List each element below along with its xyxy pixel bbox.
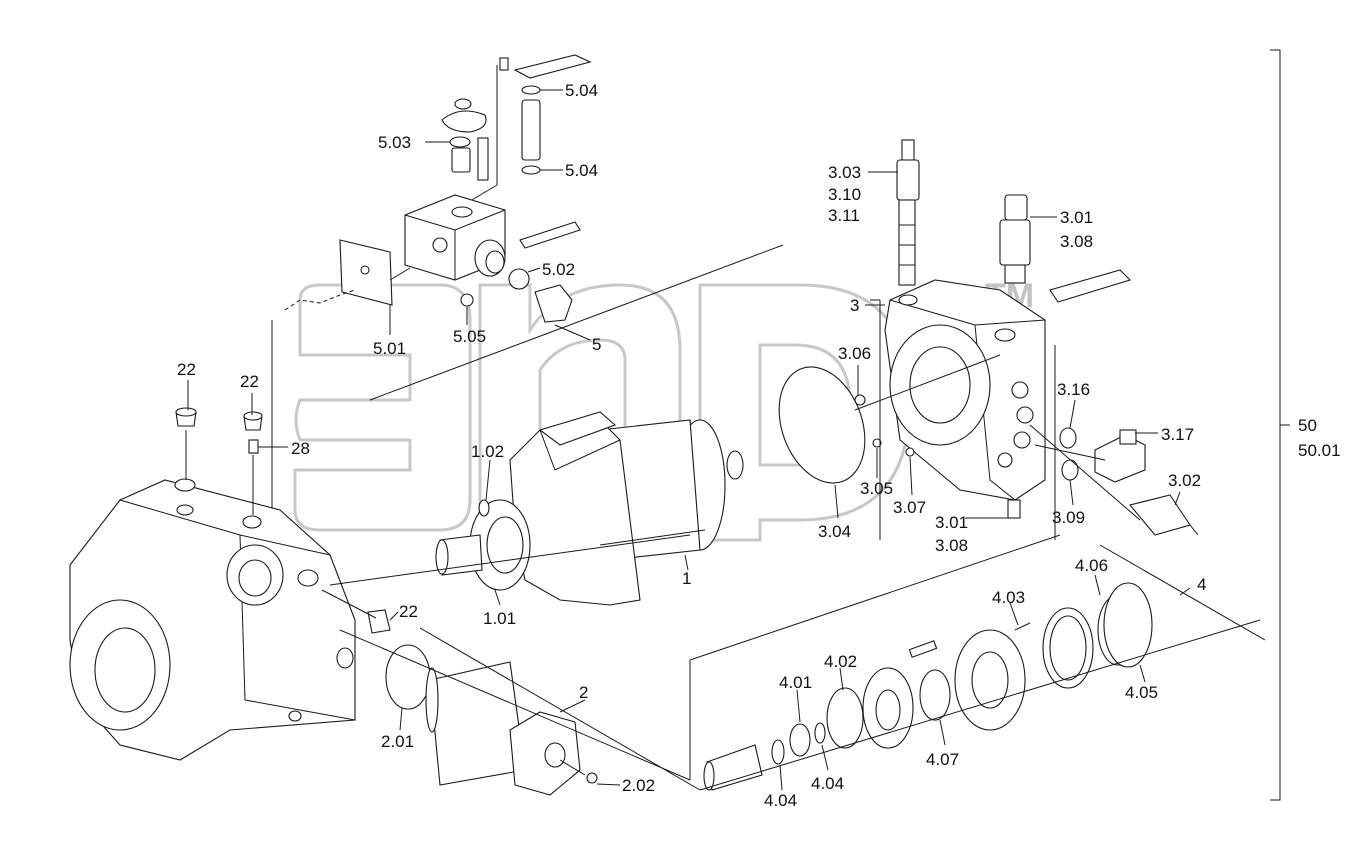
label-3-06: 3.06 <box>838 344 871 363</box>
leader-lines <box>187 89 1191 791</box>
label-22-right: 22 <box>399 602 418 621</box>
label-3-17: 3.17 <box>1161 425 1194 444</box>
part-group-1 <box>435 411 744 606</box>
label-3-09: 3.09 <box>1052 508 1085 527</box>
label-5-03: 5.03 <box>378 133 411 152</box>
part-group-2 <box>339 627 701 796</box>
label-2-02: 2.02 <box>622 776 655 795</box>
label-3-07: 3.07 <box>893 498 926 517</box>
label-1: 1 <box>682 569 691 588</box>
label-3-01-top: 3.01 <box>1060 208 1093 227</box>
label-4: 4 <box>1197 575 1206 594</box>
label-3-03: 3.03 <box>828 163 861 182</box>
label-5: 5 <box>592 335 601 354</box>
part-group-4 <box>689 534 1266 791</box>
label-5-04-bottom: 5.04 <box>565 161 598 180</box>
label-22-left: 22 <box>177 360 196 379</box>
label-28: 28 <box>291 439 310 458</box>
group-50-bracket <box>1270 49 1290 801</box>
label-3-08-top: 3.08 <box>1060 232 1093 251</box>
label-4-05: 4.05 <box>1125 683 1158 702</box>
label-3-16: 3.16 <box>1057 380 1090 399</box>
label-3-08-bottom: 3.08 <box>935 536 968 555</box>
label-50: 50 <box>1298 416 1317 435</box>
label-3-02: 3.02 <box>1168 471 1201 490</box>
label-3-04: 3.04 <box>818 522 851 541</box>
pump-housing <box>69 407 691 761</box>
label-22-middle: 22 <box>240 372 259 391</box>
label-2-01: 2.01 <box>381 732 414 751</box>
label-5-04-top: 5.04 <box>565 81 598 100</box>
label-5-01: 5.01 <box>373 339 406 358</box>
label-3-05: 3.05 <box>860 479 893 498</box>
label-4-07: 4.07 <box>926 750 959 769</box>
label-1-02: 1.02 <box>471 442 504 461</box>
label-4-06: 4.06 <box>1075 556 1108 575</box>
label-3-11: 3.11 <box>828 206 860 225</box>
label-5-02: 5.02 <box>542 260 575 279</box>
label-3: 3 <box>850 296 859 315</box>
label-4-04-right: 4.04 <box>811 774 844 793</box>
label-4-04-left: 4.04 <box>764 791 797 810</box>
label-4-01: 4.01 <box>779 673 812 692</box>
part-group-5 <box>271 54 592 510</box>
label-2: 2 <box>579 683 588 702</box>
label-5-05: 5.05 <box>453 327 486 346</box>
label-3-10: 3.10 <box>828 185 861 204</box>
part-labels: 5.04 5.03 5.04 5.02 5.01 5.05 5 3.03 3.1… <box>177 81 1341 810</box>
part-group-3 <box>778 139 1199 536</box>
label-4-02: 4.02 <box>824 652 857 671</box>
label-3-01-bottom: 3.01 <box>935 513 968 532</box>
label-1-01: 1.01 <box>483 609 516 628</box>
label-4-03: 4.03 <box>992 588 1025 607</box>
group-5-line <box>369 244 784 401</box>
label-50-01: 50.01 <box>1298 441 1341 460</box>
group-3-bracket <box>870 299 881 540</box>
